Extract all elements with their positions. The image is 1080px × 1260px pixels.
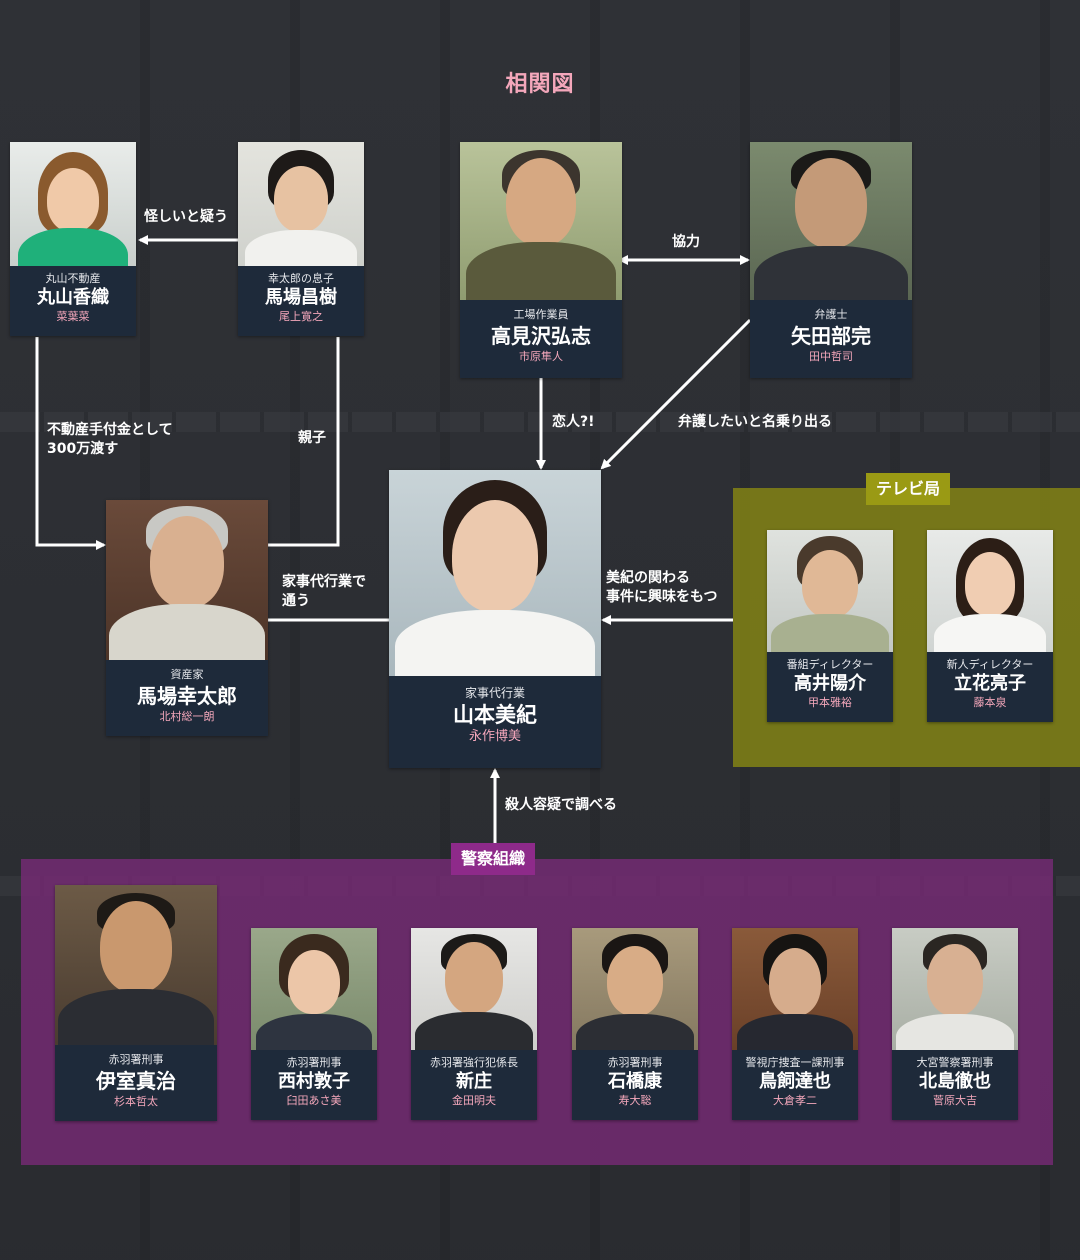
- character-role: 赤羽署刑事: [108, 1053, 164, 1066]
- character-photo: [927, 530, 1053, 652]
- character-role: 弁護士: [814, 308, 848, 321]
- actor-name: 大倉孝二: [773, 1094, 817, 1107]
- character-name: 西村敦子: [278, 1071, 350, 1092]
- label-murder: 殺人容疑で調べる: [505, 797, 617, 813]
- character-name: 丸山香織: [37, 287, 109, 308]
- character-photo: [750, 142, 912, 300]
- character-photo: [238, 142, 364, 266]
- actor-name: 藤本泉: [973, 696, 1007, 709]
- actor-name: 甲本雅裕: [808, 696, 852, 709]
- actor-name: 菜葉菜: [56, 310, 90, 323]
- label-payment: 不動産手付金として 300万渡す: [47, 422, 173, 457]
- character-card-miki[interactable]: 家事代行業 山本美紀 永作博美: [389, 470, 601, 768]
- page-title: 相関図: [505, 72, 575, 97]
- character-photo: [572, 928, 698, 1050]
- actor-name: 田中哲司: [809, 350, 853, 363]
- character-photo: [389, 470, 601, 676]
- character-card-ishibashi[interactable]: 赤羽署刑事 石橋康 寿大聡: [572, 928, 698, 1120]
- character-photo: [732, 928, 858, 1050]
- character-card-kitajima[interactable]: 大宮警察署刑事 北島徹也 菅原大吉: [892, 928, 1018, 1120]
- character-role: 赤羽署刑事: [607, 1056, 663, 1069]
- actor-name: 北村総一朗: [159, 710, 215, 723]
- character-card-takai[interactable]: 番組ディレクター 高井陽介 甲本雅裕: [767, 530, 893, 722]
- character-name: 馬場昌樹: [265, 287, 337, 308]
- character-role: 丸山不動産: [45, 272, 101, 285]
- character-name: 鳥飼達也: [759, 1071, 831, 1092]
- police-group-label: 警察組織: [451, 843, 536, 875]
- actor-name: 寿大聡: [618, 1094, 652, 1107]
- character-name: 石橋康: [608, 1071, 662, 1092]
- character-role: 番組ディレクター: [786, 658, 874, 671]
- actor-name: 臼田あさ美: [286, 1094, 342, 1107]
- character-role: 大宮警察署刑事: [916, 1056, 994, 1069]
- character-role: 赤羽署刑事: [286, 1056, 342, 1069]
- character-card-maruyama[interactable]: 丸山不動産 丸山香織 菜葉菜: [10, 142, 136, 336]
- character-name: 高井陽介: [794, 673, 866, 694]
- character-card-yada[interactable]: 弁護士 矢田部完 田中哲司: [750, 142, 912, 378]
- actor-name: 尾上寛之: [279, 310, 323, 323]
- character-photo: [10, 142, 136, 266]
- character-photo: [460, 142, 622, 300]
- label-cooperate: 協力: [672, 234, 700, 250]
- character-name: 伊室真治: [96, 1069, 176, 1093]
- line-parent: [268, 337, 340, 547]
- character-card-kotaro[interactable]: 資産家 馬場幸太郎 北村総一朗: [106, 500, 268, 736]
- character-role: 工場作業員: [513, 308, 569, 321]
- arrow-lawyer: [600, 318, 752, 470]
- character-role: 警視庁捜査一課刑事: [745, 1056, 845, 1069]
- actor-name: 金田明夫: [452, 1094, 496, 1107]
- character-role: 赤羽署強行犯係長: [430, 1056, 518, 1069]
- label-interest: 美紀の関わる 事件に興味をもつ: [606, 570, 718, 605]
- character-photo: [892, 928, 1018, 1050]
- character-card-takamizawa[interactable]: 工場作業員 高見沢弘志 市原隼人: [460, 142, 622, 378]
- character-photo: [55, 885, 217, 1045]
- arrow-payment: [35, 337, 106, 550]
- character-name: 北島徹也: [919, 1071, 991, 1092]
- label-lover: 恋人?!: [552, 414, 595, 430]
- character-card-tachibana[interactable]: 新人ディレクター 立花亮子 藤本泉: [927, 530, 1053, 722]
- character-name: 山本美紀: [453, 702, 537, 727]
- label-parent: 親子: [298, 430, 326, 446]
- character-role: 家事代行業: [464, 686, 525, 700]
- actor-name: 杉本哲太: [114, 1095, 158, 1108]
- character-card-ukai[interactable]: 警視庁捜査一課刑事 鳥飼達也 大倉孝二: [732, 928, 858, 1120]
- character-photo: [767, 530, 893, 652]
- label-housework: 家事代行業で 通う: [282, 574, 366, 609]
- character-photo: [251, 928, 377, 1050]
- actor-name: 永作博美: [468, 729, 521, 744]
- character-photo: [411, 928, 537, 1050]
- tv-group-label: テレビ局: [866, 473, 951, 505]
- character-card-nishimura[interactable]: 赤羽署刑事 西村敦子 臼田あさ美: [251, 928, 377, 1120]
- character-name: 新庄: [456, 1071, 492, 1092]
- character-card-masaki[interactable]: 幸太郎の息子 馬場昌樹 尾上寛之: [238, 142, 364, 336]
- character-role: 新人ディレクター: [946, 658, 1034, 671]
- actor-name: 菅原大吉: [933, 1094, 977, 1107]
- character-photo: [106, 500, 268, 660]
- character-name: 立花亮子: [954, 673, 1026, 694]
- label-suspect: 怪しいと疑う: [144, 209, 228, 225]
- character-card-shinjo[interactable]: 赤羽署強行犯係長 新庄 金田明夫: [411, 928, 537, 1120]
- actor-name: 市原隼人: [519, 350, 563, 363]
- label-lawyer: 弁護したいと名乗り出る: [678, 414, 832, 430]
- character-role: 幸太郎の息子: [268, 272, 334, 285]
- character-role: 資産家: [170, 668, 204, 681]
- character-card-imuro[interactable]: 赤羽署刑事 伊室真治 杉本哲太: [55, 885, 217, 1121]
- character-name: 馬場幸太郎: [137, 684, 237, 708]
- character-name: 高見沢弘志: [491, 324, 591, 348]
- character-name: 矢田部完: [791, 324, 871, 348]
